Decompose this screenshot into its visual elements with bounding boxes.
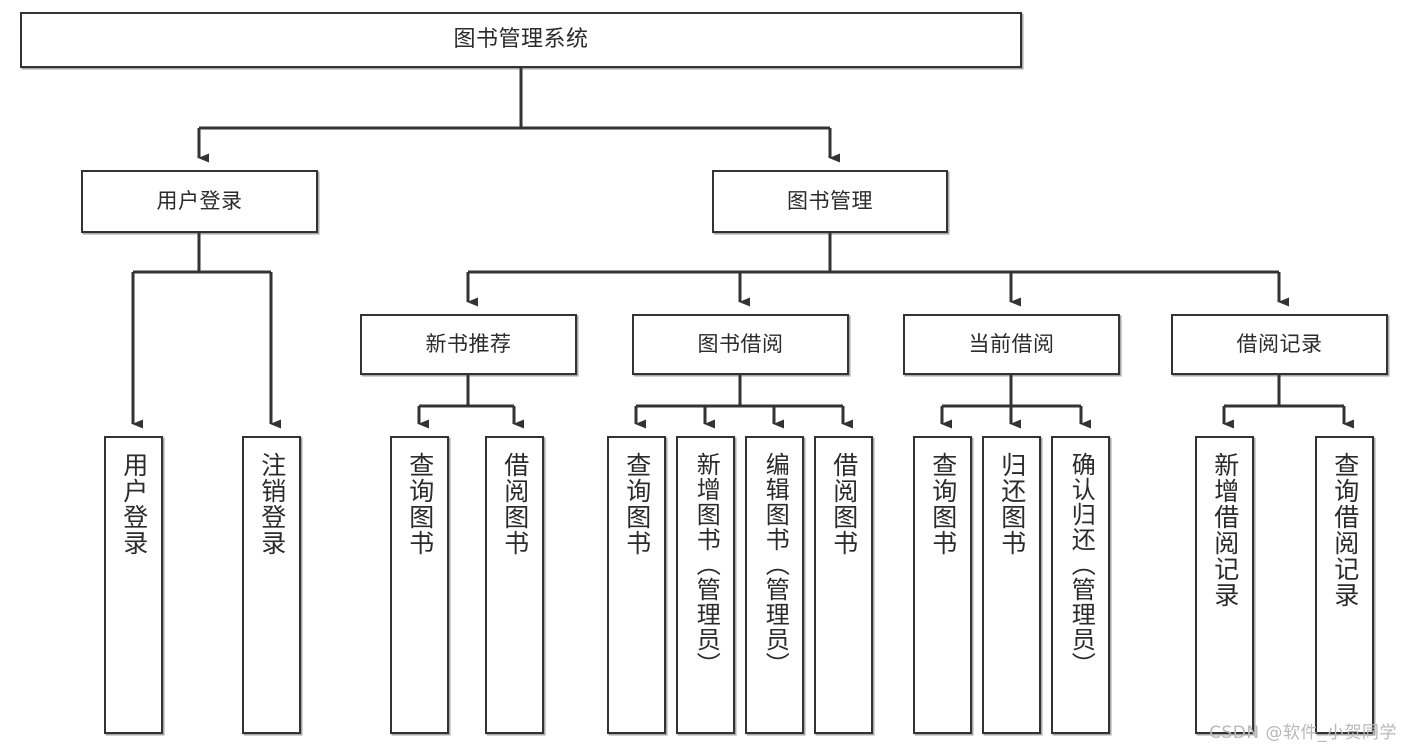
node-label: 新增借阅记录 — [1210, 452, 1240, 608]
leaf-current-query-book[interactable]: 查询图书 — [913, 436, 972, 734]
node-label: 图书管理 — [787, 189, 873, 214]
node-user-login[interactable]: 用户登录 — [81, 170, 318, 233]
leaf-borrow-query-book[interactable]: 查询图书 — [607, 436, 666, 734]
node-label: 图书借阅 — [697, 332, 784, 357]
node-label: 用户登录 — [119, 452, 149, 556]
node-label: 新书推荐 — [425, 332, 512, 357]
node-label: 用户登录 — [156, 189, 243, 214]
node-book-management[interactable]: 图书管理 — [712, 170, 948, 233]
node-label: 图书管理系统 — [453, 27, 589, 53]
leaf-user-logout[interactable]: 注销登录 — [242, 436, 301, 734]
leaf-borrow-edit-book-admin[interactable]: 编辑图书（管理员） — [745, 436, 804, 734]
node-label: 借阅图书 — [500, 452, 530, 556]
leaf-current-return-book[interactable]: 归还图书 — [982, 436, 1041, 734]
leaf-record-add-borrow-record[interactable]: 新增借阅记录 — [1195, 436, 1254, 734]
node-label: 确认归还（管理员） — [1067, 452, 1096, 677]
leaf-borrow-add-book-admin[interactable]: 新增图书（管理员） — [676, 436, 735, 734]
leaf-borrow-borrow-book[interactable]: 借阅图书 — [814, 436, 873, 734]
node-label: 查询图书 — [622, 452, 652, 556]
node-current-borrow[interactable]: 当前借阅 — [903, 314, 1120, 375]
node-label: 借阅图书 — [829, 452, 859, 556]
node-root-system[interactable]: 图书管理系统 — [20, 12, 1022, 68]
node-new-book-recommend[interactable]: 新书推荐 — [360, 314, 577, 375]
node-label: 归还图书 — [997, 452, 1027, 556]
node-label: 查询借阅记录 — [1330, 452, 1360, 608]
node-label: 查询图书 — [405, 452, 435, 556]
node-borrow-record[interactable]: 借阅记录 — [1171, 314, 1388, 375]
node-book-borrow[interactable]: 图书借阅 — [632, 314, 849, 375]
leaf-record-query-borrow-record[interactable]: 查询借阅记录 — [1315, 436, 1374, 734]
node-label: 查询图书 — [928, 452, 958, 556]
leaf-recommend-query-book[interactable]: 查询图书 — [390, 436, 449, 734]
leaf-user-login[interactable]: 用户登录 — [104, 436, 163, 734]
leaf-recommend-borrow-book[interactable]: 借阅图书 — [485, 436, 544, 734]
watermark-text: CSDN @软件_小贺同学 — [1209, 723, 1397, 743]
node-label: 当前借阅 — [968, 332, 1055, 357]
leaf-current-confirm-return-admin[interactable]: 确认归还（管理员） — [1051, 436, 1110, 734]
node-label: 编辑图书（管理员） — [761, 452, 790, 677]
node-label: 新增图书（管理员） — [692, 452, 721, 677]
node-label: 借阅记录 — [1236, 332, 1323, 357]
node-label: 注销登录 — [257, 452, 287, 556]
